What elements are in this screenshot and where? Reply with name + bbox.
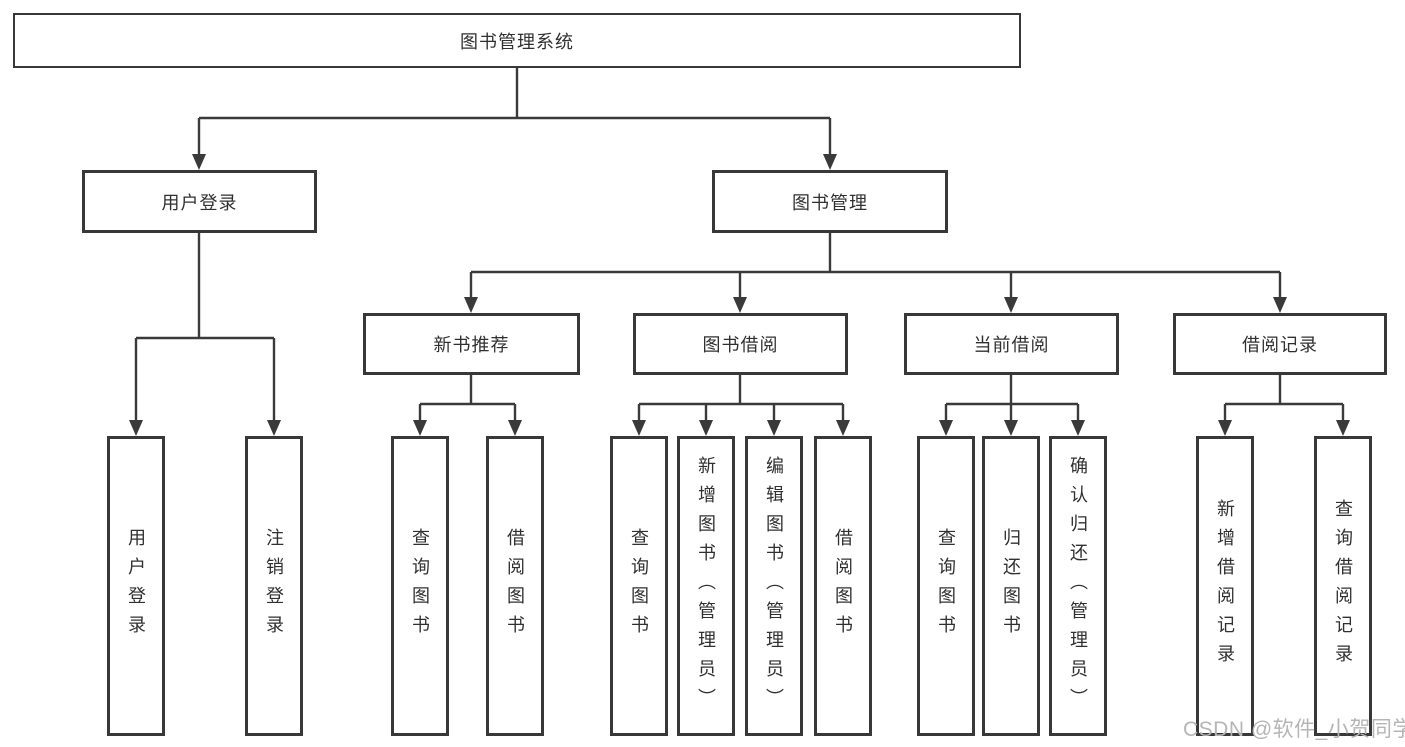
leaf-records-query-borrow-record: 查询借阅记录 [1314,436,1372,736]
node-user-login: 用户登录 [82,170,317,233]
csdn-watermark: CSDN @软件_小贺同学 [1183,718,1405,741]
connector-user-login-children [134,233,276,421]
leaf-label: 查询借阅记录 [1333,499,1353,673]
connector-borrow-record-children [1223,375,1345,421]
connector-book-mgmt-level3 [469,233,1282,298]
leaf-borrowing-add-books-admin: 新增图书（管理员） [677,436,735,736]
leaf-label: 查询图书 [629,528,649,644]
node-borrowing-records: 借阅记录 [1173,313,1387,375]
connector-root-level2 [197,68,832,154]
leaf-current-confirm-return-admin: 确认归还（管理员） [1049,436,1107,736]
node-book-borrowing: 图书借阅 [633,313,848,375]
leaf-label: 查询图书 [936,528,956,644]
node-label: 借阅记录 [1242,335,1318,355]
leaf-user-login: 用户登录 [107,436,165,736]
leaf-current-return-books: 归还图书 [982,436,1040,736]
node-book-management: 图书管理 [712,170,948,233]
node-label: 图书借阅 [702,335,779,355]
leaf-borrowing-query-books: 查询图书 [610,436,668,736]
leaf-borrowing-edit-books-admin: 编辑图书（管理员） [745,436,803,736]
leaf-label: 用户登录 [126,528,146,644]
node-book-management-system: 图书管理系统 [13,13,1021,68]
node-label: 用户登录 [161,192,238,213]
connector-new-book-children [418,375,517,421]
node-current-borrowing: 当前借阅 [904,313,1119,375]
connector-current-borrow-children [944,375,1080,421]
leaf-label: 借阅图书 [833,528,853,644]
leaf-records-add-borrow-record: 新增借阅记录 [1196,436,1254,736]
leaf-newbook-borrow-books: 借阅图书 [486,436,544,736]
leaf-label: 查询图书 [410,528,430,644]
connector-book-borrow-children [637,375,845,421]
leaf-label: 确认归还（管理员） [1068,455,1088,717]
leaf-borrowing-borrow-books: 借阅图书 [814,436,872,736]
node-label: 当前借阅 [973,335,1050,355]
node-label: 图书管理系统 [460,31,574,52]
node-label: 新书推荐 [433,335,510,355]
leaf-label: 归还图书 [1001,528,1021,644]
leaf-current-query-books: 查询图书 [917,436,975,736]
leaf-label: 新增图书（管理员） [696,455,716,717]
leaf-newbook-query-books: 查询图书 [391,436,449,736]
leaf-label: 注销登录 [264,528,284,644]
leaf-label: 借阅图书 [505,528,525,644]
leaf-label: 新增借阅记录 [1215,499,1235,673]
node-new-book-recommendation: 新书推荐 [363,313,580,375]
node-label: 图书管理 [792,192,868,213]
leaf-logout: 注销登录 [245,436,303,736]
arrowheads [129,154,1350,436]
leaf-label: 编辑图书（管理员） [764,455,784,717]
